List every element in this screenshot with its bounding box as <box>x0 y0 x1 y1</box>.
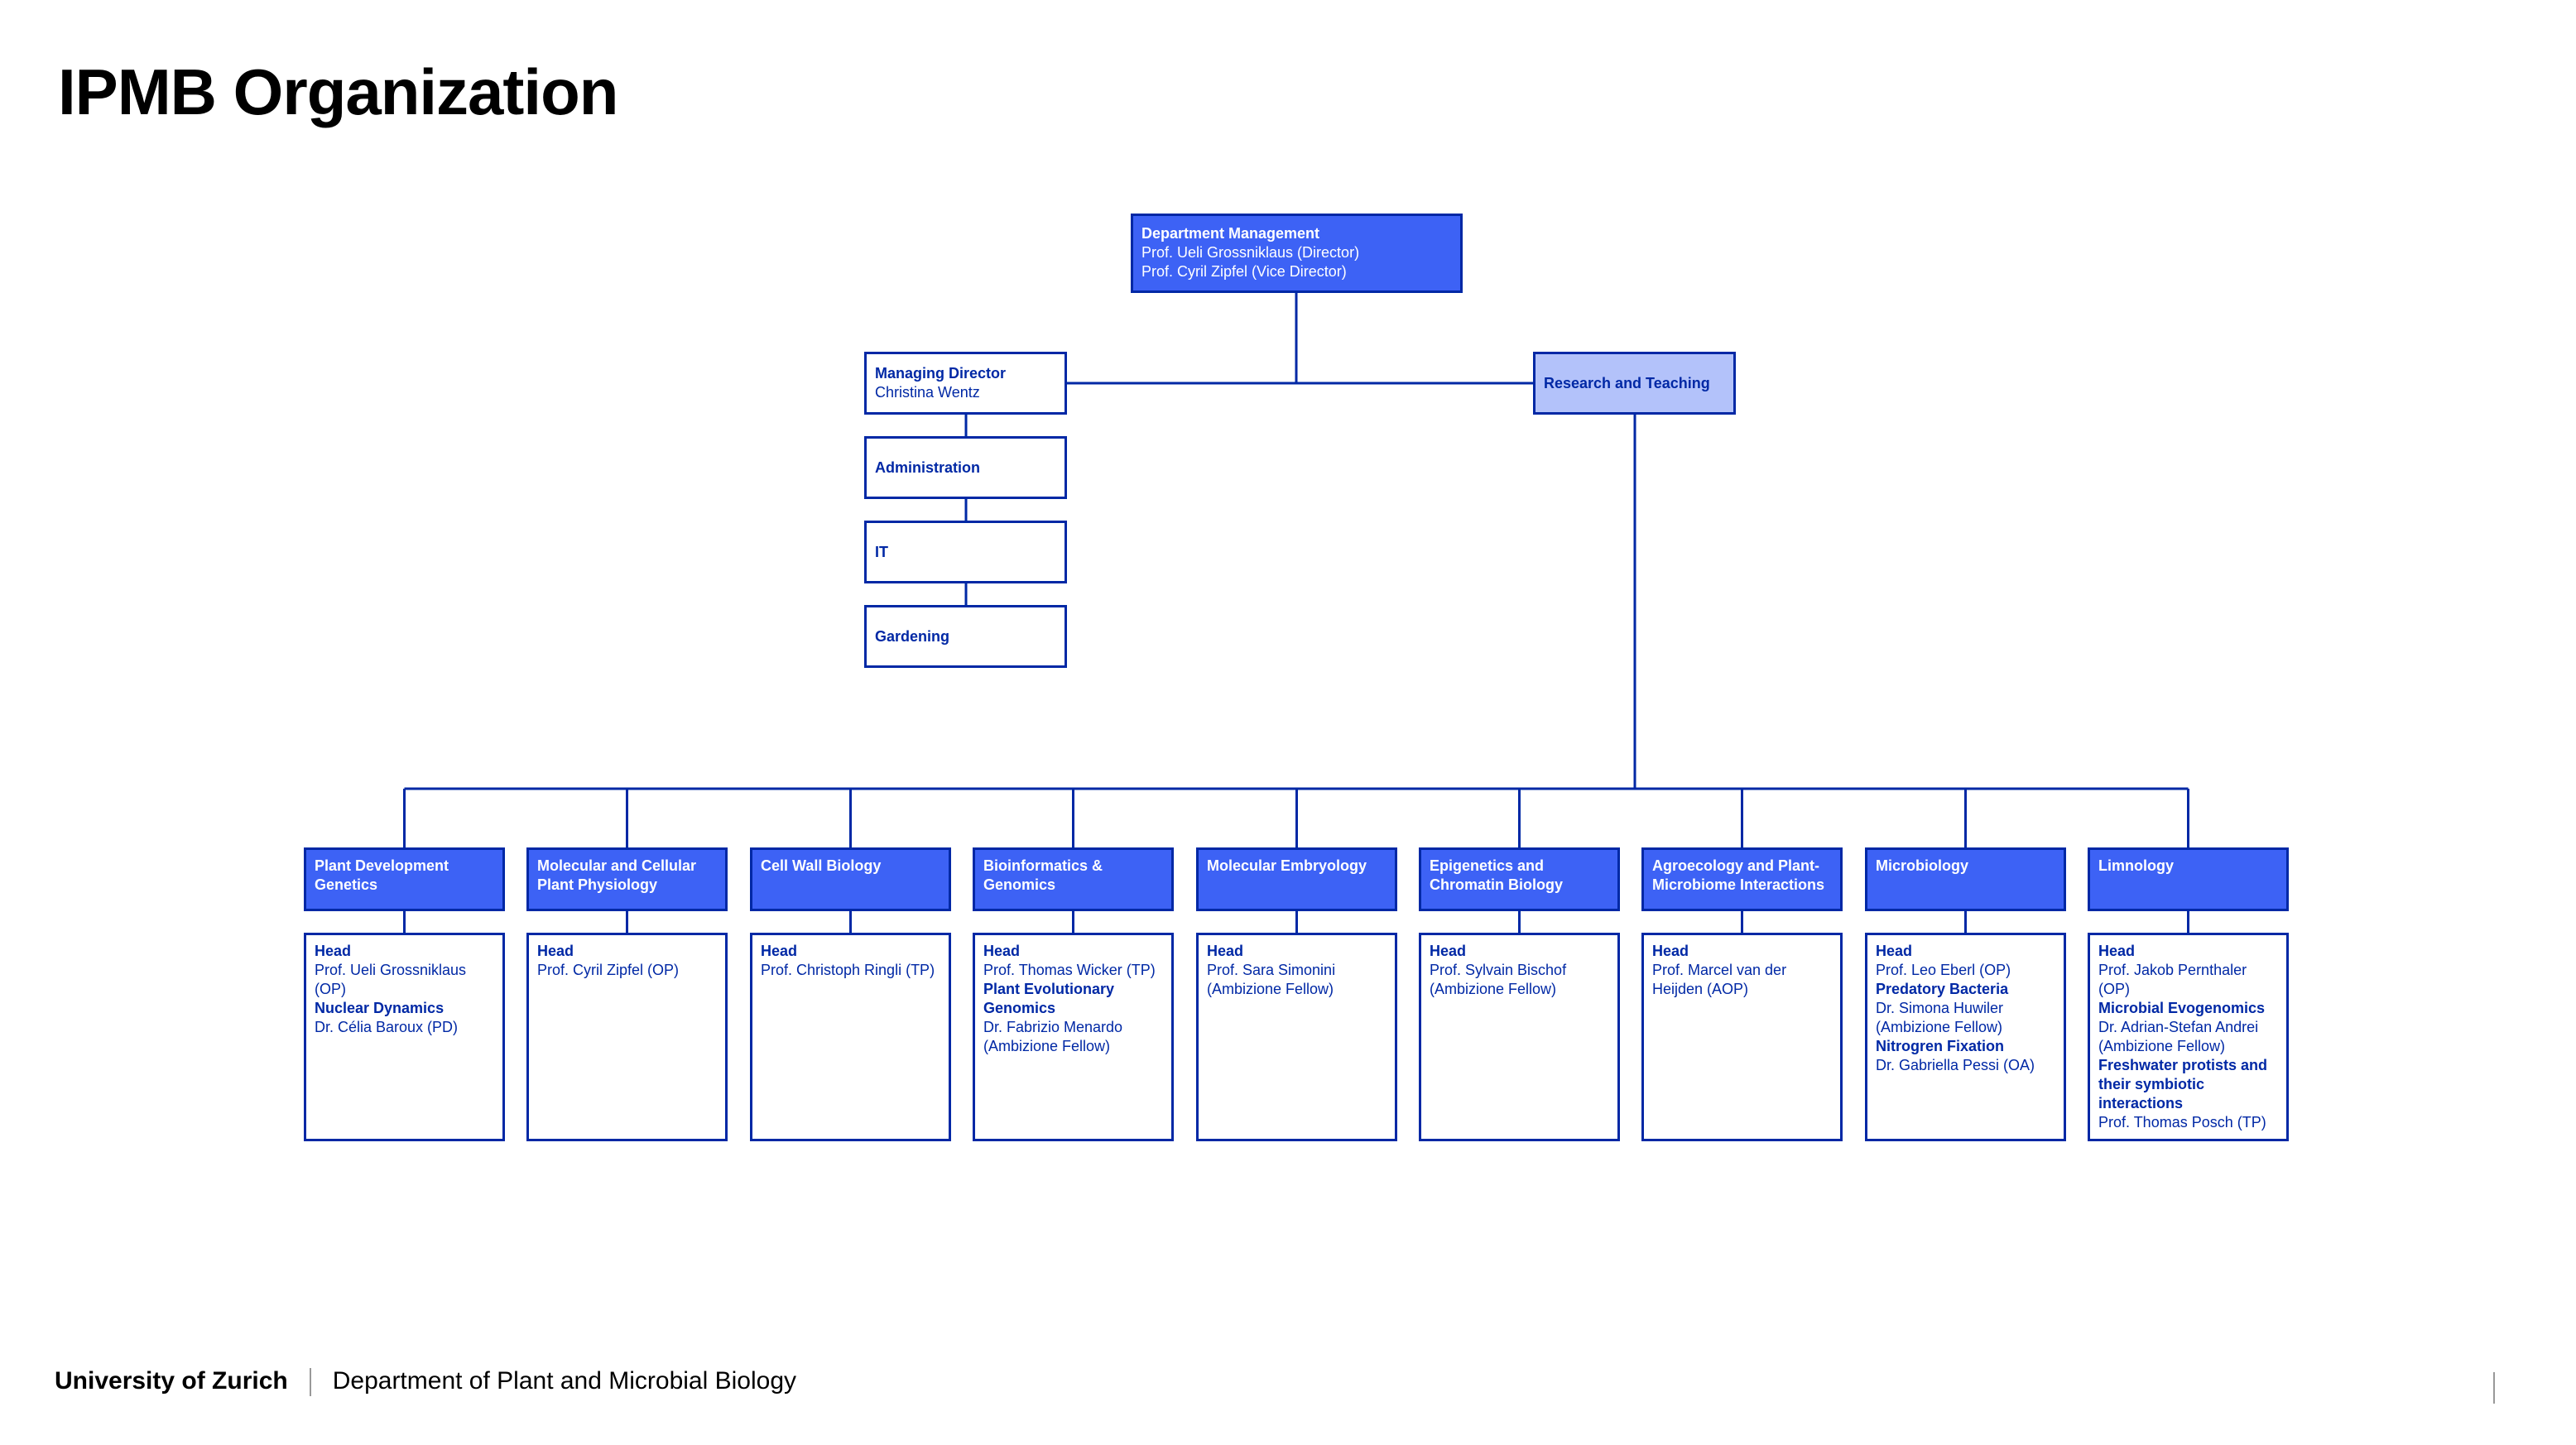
group-header: Limnology <box>2088 847 2289 911</box>
detail-heading: Head <box>315 943 352 959</box>
page-title: IPMB Organization <box>58 55 618 128</box>
group-header: Bioinformatics & Genomics <box>973 847 1174 911</box>
managing-director-name: Christina Wentz <box>875 384 980 401</box>
research-teaching-label: Research and Teaching <box>1544 374 1710 391</box>
vice-director-line: Prof. Cyril Zipfel (Vice Director) <box>1141 263 1347 280</box>
gardening-label: Gardening <box>875 627 950 645</box>
group-name: Bioinformatics & Genomics <box>983 857 1103 893</box>
detail-person: Prof. Sylvain Bischof (Ambizione Fellow) <box>1430 962 1567 997</box>
detail-heading: Plant Evolutionary Genomics <box>983 981 1115 1016</box>
managing-director-title: Managing Director <box>875 365 1007 382</box>
managing-director-box: Managing Director Christina Wentz <box>864 352 1067 415</box>
detail-heading: Head <box>983 943 1021 959</box>
group-header: Molecular Embryology <box>1196 847 1397 911</box>
detail-person: Prof. Ueli Grossniklaus (OP) <box>315 962 467 997</box>
group-header: Molecular and Cellular Plant Physiology <box>526 847 728 911</box>
footer-divider <box>309 1368 311 1397</box>
footer-edge-mark <box>2493 1372 2495 1404</box>
group-header: Cell Wall Biology <box>750 847 951 911</box>
research-teaching-box: Research and Teaching <box>1533 352 1736 415</box>
it-box: IT <box>864 521 1067 583</box>
detail-person: Dr. Célia Baroux (PD) <box>315 1019 459 1035</box>
detail-heading: Head <box>1207 943 1244 959</box>
group-header: Plant Development Genetics <box>304 847 505 911</box>
department-management-box: Department Management Prof. Ueli Grossni… <box>1131 214 1463 293</box>
detail-person: Prof. Sara Simonini (Ambizione Fellow) <box>1207 962 1336 997</box>
detail-person: Prof. Marcel van der Heijden (AOP) <box>1652 962 1787 997</box>
group-header: Agroecology and Plant-Microbiome Interac… <box>1641 847 1843 911</box>
detail-heading: Head <box>1430 943 1467 959</box>
detail-person: Prof. Leo Eberl (OP) <box>1876 962 2011 978</box>
detail-person: Dr. Adrian-Stefan Andrei (Ambizione Fell… <box>2098 1019 2259 1054</box>
detail-heading: Nitrogren Fixation <box>1876 1038 2005 1054</box>
detail-heading: Predatory Bacteria <box>1876 981 2009 997</box>
group-name: Molecular and Cellular Plant Physiology <box>537 857 697 893</box>
department-name: Department of Plant and Microbial Biolog… <box>332 1367 797 1395</box>
detail-heading: Head <box>1652 943 1689 959</box>
group-header: Epigenetics and Chromatin Biology <box>1419 847 1620 911</box>
detail-person: Prof. Christoph Ringli (TP) <box>761 962 935 978</box>
detail-heading: Head <box>2098 943 2136 959</box>
group-name: Limnology <box>2098 857 2174 874</box>
group-name: Epigenetics and Chromatin Biology <box>1430 857 1563 893</box>
detail-heading: Head <box>537 943 574 959</box>
detail-heading: Microbial Evogenomics <box>2098 1000 2266 1016</box>
university-name: University of Zurich <box>55 1367 288 1395</box>
department-management-title: Department Management <box>1141 225 1320 242</box>
gardening-box: Gardening <box>864 605 1067 668</box>
it-label: IT <box>875 543 888 560</box>
administration-box: Administration <box>864 436 1067 499</box>
detail-heading: Nuclear Dynamics <box>315 1000 445 1016</box>
detail-heading: Head <box>1876 943 1913 959</box>
group-name: Cell Wall Biology <box>761 857 882 874</box>
administration-label: Administration <box>875 458 981 476</box>
group-name: Microbiology <box>1876 857 1968 874</box>
group-header: Microbiology <box>1865 847 2066 911</box>
detail-person: Prof. Thomas Posch (TP) <box>2098 1114 2266 1131</box>
group-name: Molecular Embryology <box>1207 857 1367 874</box>
director-line: Prof. Ueli Grossniklaus (Director) <box>1141 244 1360 261</box>
group-name: Plant Development Genetics <box>315 857 449 893</box>
detail-heading: Freshwater protists and their symbiotic … <box>2098 1057 2268 1111</box>
detail-person: Prof. Jakob Pernthaler (OP) <box>2098 962 2247 997</box>
detail-person: Dr. Gabriella Pessi (OA) <box>1876 1057 2035 1073</box>
detail-person: Prof. Thomas Wicker (TP) <box>983 962 1156 978</box>
detail-person: Dr. Simona Huwiler (Ambizione Fellow) <box>1876 1000 2004 1035</box>
footer: University of Zurich Department of Plant … <box>55 1367 797 1397</box>
detail-person: Prof. Cyril Zipfel (OP) <box>537 962 680 978</box>
detail-person: Dr. Fabrizio Menardo (Ambizione Fellow) <box>983 1019 1123 1054</box>
group-name: Agroecology and Plant-Microbiome Interac… <box>1652 857 1825 893</box>
detail-heading: Head <box>761 943 798 959</box>
